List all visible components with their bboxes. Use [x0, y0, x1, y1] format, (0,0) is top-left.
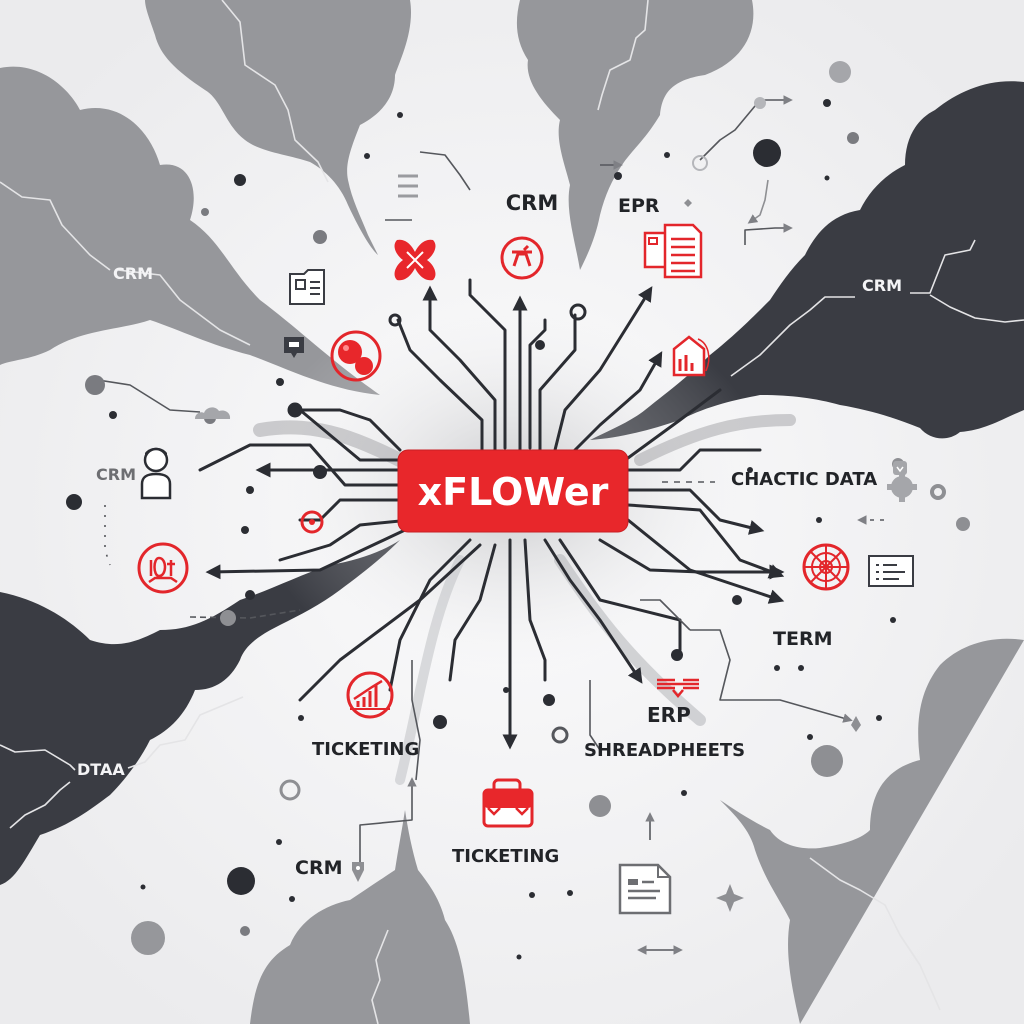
thin-traces: [97, 95, 890, 955]
label-crm-right-cloud: CRM: [862, 276, 902, 295]
sparkle-icon: [684, 199, 861, 912]
cloud-top-right-light: [516, 0, 754, 270]
small-target-icon: [300, 510, 324, 534]
chat-bubble-icon: [284, 337, 304, 358]
bubbles-circle-icon: [330, 330, 382, 382]
cloud-bottom-center-light: [250, 810, 470, 1024]
x-cross-icon: [394, 239, 436, 281]
spreadsheet-sign-icon: [657, 678, 699, 698]
label-erp: ERP: [647, 703, 691, 727]
label-term: TERM: [773, 628, 832, 650]
pin-icon: [352, 862, 364, 882]
label-crm-bottom: CRM: [295, 857, 342, 879]
id-card-icon: [289, 269, 325, 305]
cloud-top-center-light: [145, 0, 412, 255]
label-epr-top: EPR: [618, 195, 660, 217]
cloud-icon: [195, 407, 231, 419]
label-crm-left-user: CRM: [96, 465, 136, 484]
documents-icon: [643, 223, 703, 279]
cloud-right-dark: [590, 81, 1024, 441]
cloud-bottom-right-light: [720, 638, 1024, 1024]
label-ticketing-left: TICKETING: [312, 739, 419, 760]
user-icon: [140, 447, 172, 500]
hub-box[interactable]: [397, 449, 629, 533]
cloud-left-dark: [0, 540, 400, 885]
list-card-icon: [868, 555, 914, 587]
label-crm-left-cloud: CRM: [113, 264, 153, 283]
house-chart-icon: [672, 335, 710, 377]
scattered-dots: [66, 61, 970, 960]
briefcase-icon: [482, 778, 534, 828]
file-doc-icon: [618, 863, 672, 915]
menu-lines-icon: [398, 174, 418, 198]
label-dtaa: DTAA: [77, 760, 125, 779]
download-badge-icon: [893, 461, 907, 475]
label-ticketing-center: TICKETING: [452, 846, 559, 867]
hub-node[interactable]: xFLOWer: [397, 449, 629, 533]
growth-chart-icon: [346, 671, 394, 719]
hub-label: xFLOWer: [418, 470, 609, 514]
label-shreadpheets: SHREADPHEETS: [584, 740, 745, 761]
radar-web-icon: [802, 543, 850, 591]
crm-circle-icon: [500, 236, 544, 280]
label-crm-top: CRM: [506, 191, 558, 215]
cloud-top-left-light: [0, 66, 380, 396]
target-circle-icon: [137, 542, 189, 594]
label-chactic-data: CHACTIC DATA: [731, 469, 877, 490]
